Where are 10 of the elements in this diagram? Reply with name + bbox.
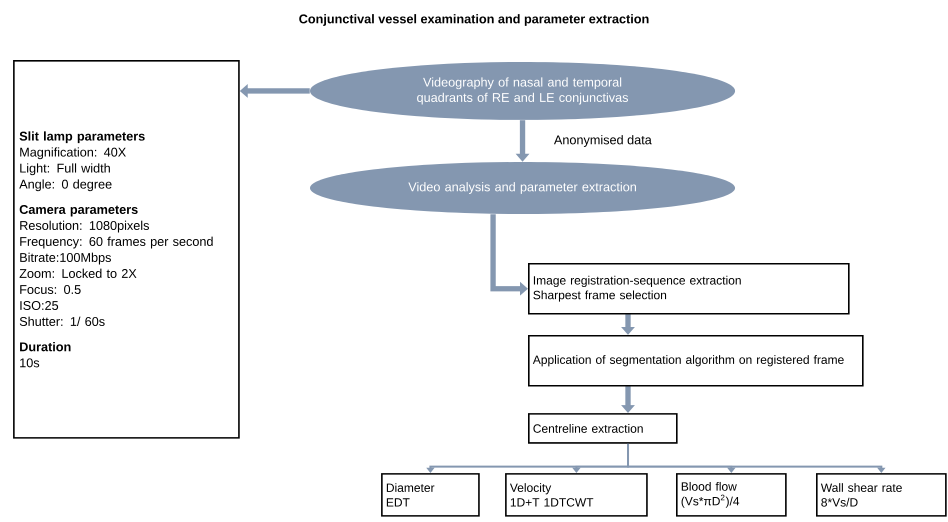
- title: Conjunctival vessel examination and parameter extraction: [299, 14, 648, 26]
- process-box: Application of segmentation algorithm on registered frame: [528, 334, 864, 387]
- process-box: Image registration-sequence extraction Sharpest frame selection: [528, 262, 850, 315]
- result-box: Blood flow (Vs*πD$^{2}$)/4: [676, 473, 787, 517]
- result-box: Wall shear rate 8*Vs/D: [816, 473, 947, 517]
- edge-label: Anonymised data: [554, 135, 652, 147]
- process-box: Centreline extraction: [528, 413, 678, 444]
- parameter-box: Slit lamp parameters Magnification: 40X Light: Full width Angle: 0 degree Camera parameters Resolution: 1080pixels Frequency: 60 frames per second Bitrate:100Mbps Zoom: Locked to 2X Focus: 0.5 ISO:25 Shutter: 1/ 60s Duration 10s: [13, 60, 240, 439]
- result-box: Diameter EDT: [381, 473, 480, 517]
- result-box: Velocity 1D+T 1DTCWT: [505, 473, 648, 517]
